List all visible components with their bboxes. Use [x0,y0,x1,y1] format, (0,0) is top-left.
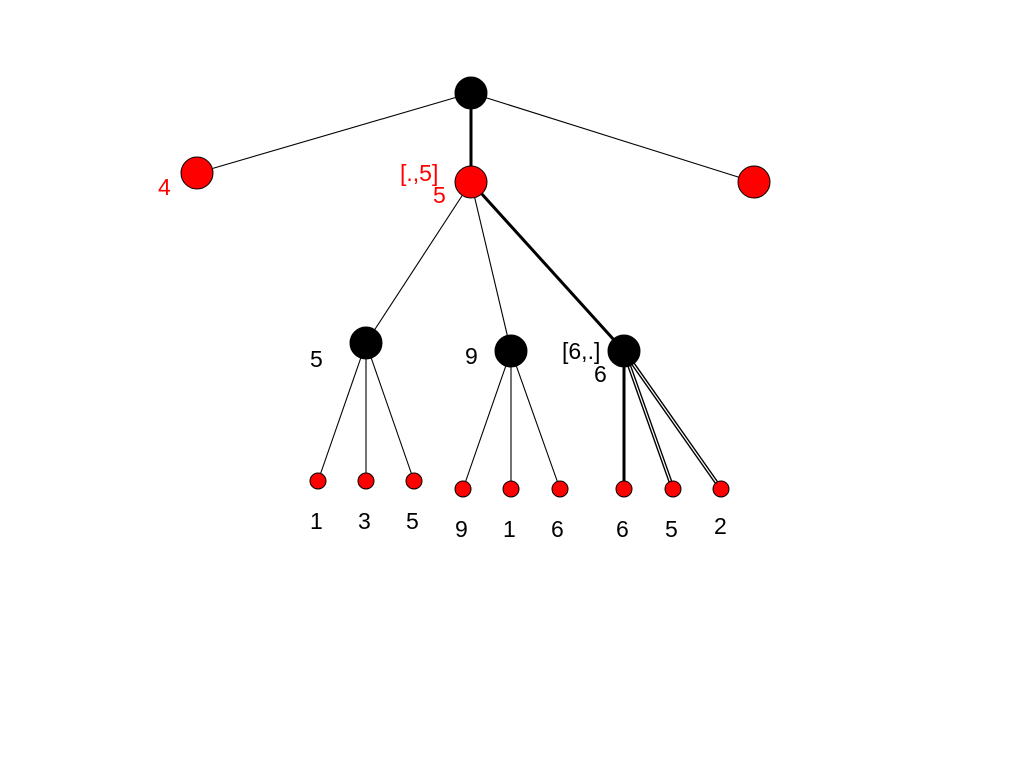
max-node-2 [494,334,528,368]
edge-c3-leaf3-inner [623,350,722,490]
max-node-2-value: 9 [465,343,478,369]
edge-mid-c2 [470,181,512,352]
max-node-3 [607,334,641,368]
max-node-3-bound: [6,.] [562,338,600,364]
edge-mid-c1 [365,181,472,344]
middle-min-node [454,165,488,199]
leaf-value-1-3: 5 [406,508,419,534]
leaf-value-2-3: 6 [551,516,564,542]
edge-root-left [196,92,472,174]
edge-c1-leaf1 [317,342,367,482]
leaf-value-2-1: 9 [455,516,468,542]
leaf-node-3-1 [615,480,633,498]
leaf-node-1-1 [309,472,327,490]
right-min-node [737,165,771,199]
labels: 4 [.,5] 5 5 9 [6,.] 6 1 3 5 9 1 6 6 5 2 [158,160,727,542]
edge-c3-leaf2-inner [623,350,674,490]
edges [196,92,755,491]
edge-c2-leaf3 [510,350,561,490]
middle-min-bound: [.,5] [400,160,438,186]
left-min-value: 4 [158,174,171,200]
edge-c2-leaf1 [462,350,512,490]
max-node-3-value: 6 [594,361,607,387]
left-min-node [180,156,214,190]
leaf-value-3-1: 6 [616,516,629,542]
edge-mid-c3 [469,180,626,353]
root-node [454,76,488,110]
leaf-value-3-3: 2 [714,513,727,539]
leaf-node-3-2 [664,480,682,498]
edge-c1-leaf3 [365,342,415,482]
leaf-value-3-2: 5 [665,516,678,542]
leaf-node-1-2 [357,472,375,490]
leaf-node-2-1 [454,480,472,498]
edge-root-right [470,92,755,183]
leaf-node-2-3 [551,480,569,498]
leaf-node-3-3 [712,480,730,498]
middle-min-value: 5 [433,182,446,208]
leaf-node-1-3 [405,472,423,490]
max-node-1-value: 5 [310,346,323,372]
leaf-node-2-2 [502,480,520,498]
leaf-value-2-2: 1 [503,516,516,542]
leaf-value-1-2: 3 [358,508,371,534]
nodes [180,76,771,498]
max-node-1 [349,326,383,360]
leaf-value-1-1: 1 [310,508,323,534]
